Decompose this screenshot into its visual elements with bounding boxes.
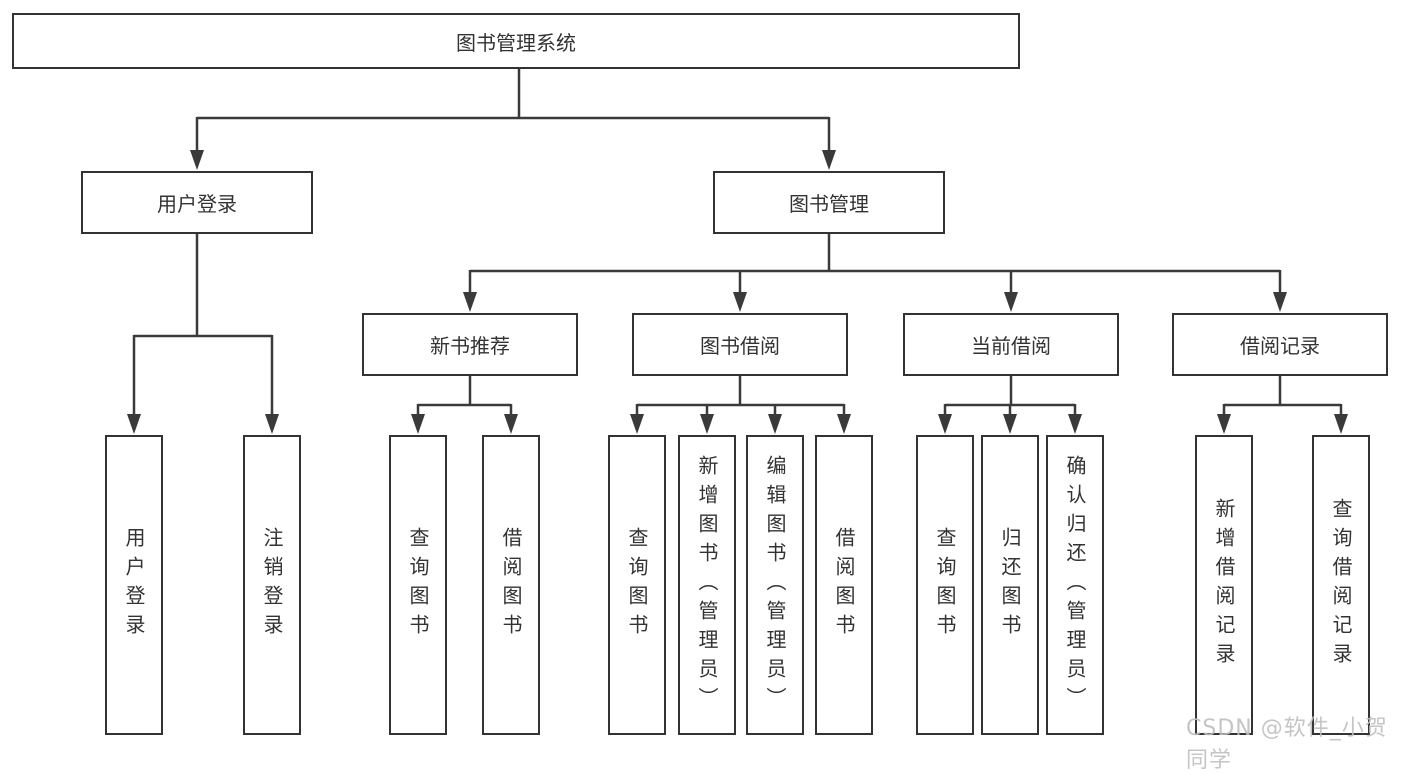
leaf-return-books: 归还图书 (981, 435, 1039, 735)
arrow-icon (411, 414, 425, 434)
leaf-query-books: 查询图书 (916, 435, 974, 735)
arrow-icon (768, 414, 782, 434)
arrow-icon (1068, 414, 1082, 434)
leaf-add-borrow-record: 新增借阅记录 (1195, 435, 1253, 735)
leaf-query-books: 查询图书 (389, 435, 447, 735)
leaf-borrow-books: 借阅图书 (482, 435, 540, 735)
leaf-add-book-admin: 新增图书（管理员） (678, 435, 736, 735)
arrow-icon (127, 414, 141, 434)
leaf-query-borrow-record: 查询借阅记录 (1312, 435, 1370, 735)
leaf-borrow-books: 借阅图书 (815, 435, 873, 735)
arrow-icon (504, 414, 518, 434)
leaf-user-login: 用户登录 (105, 435, 163, 735)
arrow-icon (938, 414, 952, 434)
arrow-icon (190, 150, 204, 170)
arrow-icon (837, 414, 851, 434)
org-chart-canvas: 图书管理系统 用户登录 图书管理 新书推荐 图书借阅 当前借阅 借阅记录 用户登… (12, 13, 1388, 773)
node-user-login: 用户登录 (81, 171, 313, 234)
node-book-management: 图书管理 (713, 171, 945, 234)
arrow-icon (463, 292, 477, 312)
node-root: 图书管理系统 (12, 13, 1020, 69)
arrow-icon (1334, 414, 1348, 434)
arrow-icon (630, 414, 644, 434)
arrow-icon (700, 414, 714, 434)
arrowheads (127, 150, 1348, 434)
arrow-icon (733, 292, 747, 312)
node-borrow-records: 借阅记录 (1172, 313, 1388, 376)
leaf-query-books: 查询图书 (608, 435, 666, 735)
node-book-borrowing: 图书借阅 (632, 313, 848, 376)
node-current-borrowing: 当前借阅 (903, 313, 1119, 376)
arrow-icon (822, 150, 836, 170)
leaf-logout: 注销登录 (243, 435, 301, 735)
leaf-confirm-return-admin: 确认归还（管理员） (1046, 435, 1104, 735)
arrow-icon (1004, 292, 1018, 312)
arrow-icon (265, 414, 279, 434)
connector-stems (132, 69, 1343, 416)
node-new-book-recommend: 新书推荐 (362, 313, 578, 376)
arrow-icon (1273, 292, 1287, 312)
arrow-icon (1217, 414, 1231, 434)
leaf-edit-book-admin: 编辑图书（管理员） (746, 435, 804, 735)
csdn-watermark: CSDN @软件_小贺同学 (1186, 716, 1388, 773)
arrow-icon (1003, 414, 1017, 434)
connector-lines (127, 69, 1348, 434)
